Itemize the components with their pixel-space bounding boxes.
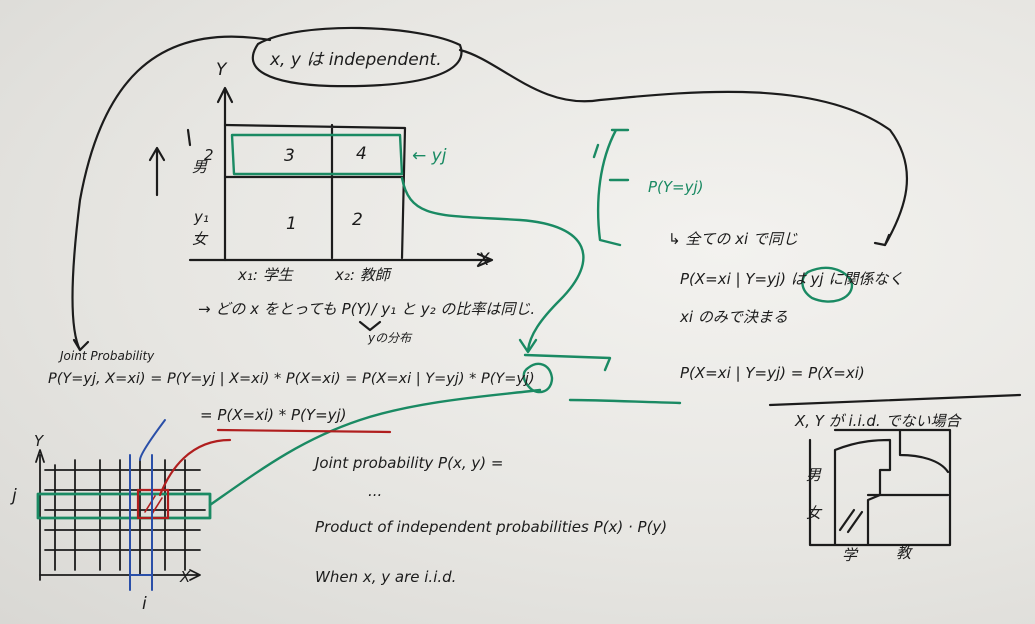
green-long-arrow [400, 176, 585, 352]
y2-index: 2 [204, 146, 214, 164]
cond-text-3: P(X=xi | Y=yj) = P(X=xi) [680, 364, 865, 382]
green-bracket [596, 128, 630, 247]
green-circle [801, 266, 854, 303]
small-grid-y: Y [34, 432, 44, 450]
red-cell [136, 488, 170, 520]
x1-label: x₁: 学生 [238, 266, 293, 284]
y-axis-label: Y [216, 60, 227, 80]
joint-equation-2: = P(X=xi) * P(Y=yj) [200, 406, 347, 424]
right-label-male: 男 [806, 466, 822, 484]
arc-left [71, 35, 272, 352]
y2-text: 男 [192, 158, 208, 176]
bottom-line-2: Product of independent probabilities P(x… [315, 518, 668, 536]
joint-equation: P(Y=yj, X=xi) = P(Y=yj | X=xi) * P(X=xi)… [48, 371, 535, 387]
y1-index: y₁ [194, 208, 209, 226]
bottom-line-3: When x, y are i.i.d. [315, 568, 457, 586]
top-note: x, y は independent. [270, 50, 442, 70]
green-bracket-label: P(Y=yj) [648, 178, 704, 196]
bottom-line-1: Joint probability P(x, y) = [315, 454, 504, 472]
y1-text: 女 [192, 230, 208, 248]
cond-text: P(X=xi | Y=yj) は yj に関係なく [680, 270, 904, 288]
right-label-teacher: 教 [896, 544, 912, 562]
right-heading: X, Y が i.i.d. でない場合 [795, 412, 961, 430]
sentence-1-note: yの分布 [368, 331, 412, 345]
sentence-1: → どの x をとっても P(Y)/ y₁ と y₂ の比率は同じ. [198, 300, 536, 318]
arc-right [458, 48, 909, 247]
yj-label: ← yj [412, 146, 447, 166]
cell-3: 3 [284, 146, 295, 166]
right-label-student: 学 [842, 546, 858, 564]
cell-1: 1 [286, 214, 297, 234]
right-label-female: 女 [806, 504, 822, 522]
note-oval [251, 26, 463, 88]
small-grid [35, 449, 206, 581]
small-grid-x: X [180, 568, 191, 586]
right-bracket [808, 428, 952, 547]
cell-2: 2 [352, 210, 363, 230]
small-grid-i: i [142, 594, 147, 614]
blue-column [129, 454, 153, 591]
cond-text-2: xi のみで決まる [680, 308, 788, 326]
x-axis-label: X [478, 250, 490, 270]
joint-label: Joint Probability [60, 349, 155, 363]
green-arrow-text: ↳ 全ての xi で同じ [668, 230, 798, 248]
x2-label: x₂: 教師 [335, 266, 390, 284]
bottom-dots: ... [368, 482, 383, 500]
green-row-box [230, 133, 404, 176]
green-circle-2 [522, 362, 554, 394]
cell-4: 4 [356, 144, 367, 164]
small-grid-j: j [12, 486, 17, 506]
red-underline [216, 428, 392, 434]
main-table [223, 123, 407, 260]
